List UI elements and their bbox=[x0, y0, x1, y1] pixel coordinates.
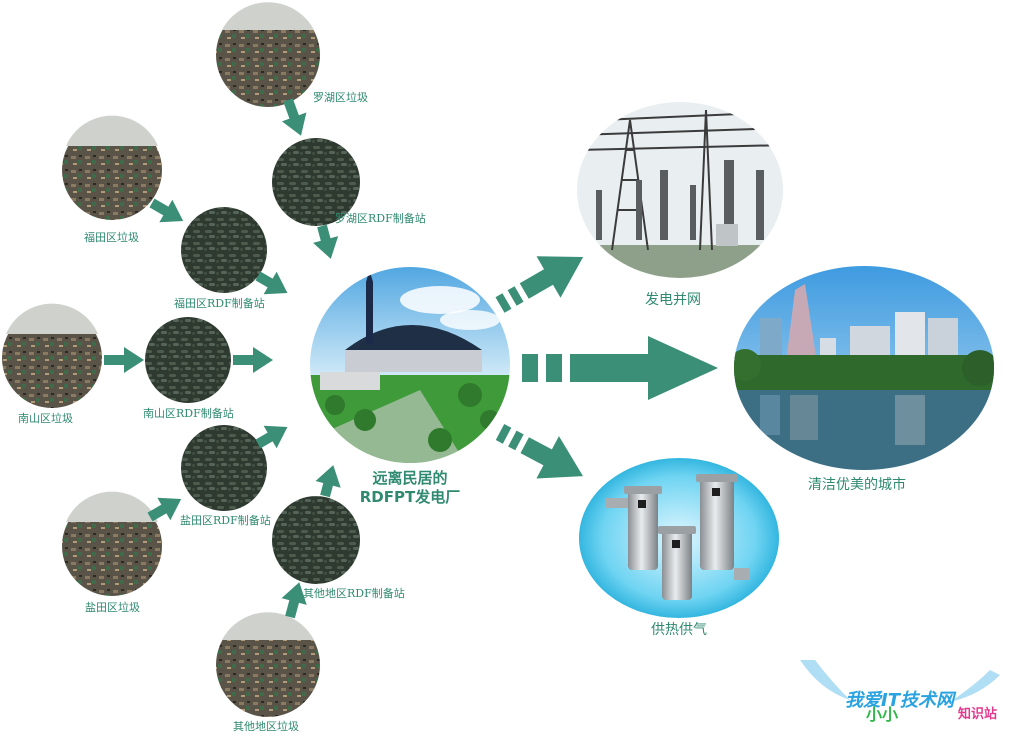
label-futian-rdf-station: 福田区RDF制备站 bbox=[174, 297, 265, 310]
label-futian-garbage: 福田区垃圾 bbox=[84, 231, 139, 244]
label-nanshan-rdf-station: 南山区RDF制备站 bbox=[143, 407, 234, 420]
power-plant-title-line1: 远离民居的 bbox=[372, 469, 448, 487]
rdf-pellet-image-luohu bbox=[272, 138, 360, 226]
watermark-site-name: 我爱IT技术网 bbox=[845, 690, 954, 711]
rdf-power-plant-image bbox=[310, 267, 510, 463]
arrow-yantian-garbage-to-station bbox=[147, 497, 182, 522]
label-other-garbage: 其他地区垃圾 bbox=[233, 720, 299, 733]
heat-supply-image bbox=[579, 458, 779, 618]
label-yantian-garbage: 盐田区垃圾 bbox=[85, 601, 140, 614]
garbage-sky-nanshan bbox=[6, 303, 98, 334]
power-plant-title-line2: RDFPT发电厂 bbox=[359, 488, 461, 506]
arrow-nanshan-station-to-plant bbox=[233, 347, 273, 373]
label-luohu-rdf-station: 罗湖区RDF制备站 bbox=[335, 212, 426, 225]
label-other-rdf-station: 其他地区RDF制备站 bbox=[303, 587, 405, 600]
label-yantian-rdf-station: 盐田区RDF制备站 bbox=[180, 514, 271, 527]
garbage-sky-luohu bbox=[222, 2, 314, 30]
rdf-pellet-image-nanshan bbox=[145, 317, 231, 403]
label-heat-supply: 供热供气 bbox=[651, 622, 707, 638]
arrow-nanshan-garbage-to-station bbox=[104, 347, 144, 373]
arrow-futian-garbage-to-station bbox=[149, 198, 184, 223]
arrow-yantian-station-to-plant bbox=[255, 425, 288, 449]
garbage-sky-other bbox=[222, 612, 314, 640]
power-grid-image bbox=[577, 102, 783, 278]
watermark-small: 小小 bbox=[866, 705, 899, 724]
watermark-logo bbox=[800, 660, 1000, 702]
clean-city-image bbox=[734, 266, 994, 470]
rdf-pellet-image-yantian bbox=[181, 425, 267, 511]
arrow-plant-to-city bbox=[522, 336, 718, 400]
rdf-pellet-image-futian bbox=[181, 207, 267, 293]
garbage-sky-futian bbox=[66, 115, 158, 146]
arrow-luohu-station-to-plant bbox=[313, 224, 339, 259]
rdf-pellet-image-other bbox=[272, 496, 360, 584]
arrow-plant-to-power-grid bbox=[495, 256, 584, 313]
garbage-sky-yantian bbox=[66, 491, 158, 522]
arrow-other-garbage-to-station bbox=[281, 582, 307, 619]
label-luohu-garbage: 罗湖区垃圾 bbox=[313, 91, 368, 104]
label-power-grid: 发电并网 bbox=[645, 292, 701, 308]
label-nanshan-garbage: 南山区垃圾 bbox=[18, 412, 73, 425]
arrow-luohu-garbage-to-station bbox=[281, 98, 307, 136]
power-plant-title: 远离民居的 RDFPT发电厂 bbox=[345, 469, 475, 507]
arrow-plant-to-heat bbox=[495, 424, 583, 479]
watermark-knowledge: 知识站 bbox=[958, 707, 998, 722]
arrow-other-station-to-plant bbox=[315, 465, 341, 498]
label-clean-city: 清洁优美的城市 bbox=[808, 477, 906, 493]
arrow-futian-station-to-plant bbox=[255, 271, 288, 295]
